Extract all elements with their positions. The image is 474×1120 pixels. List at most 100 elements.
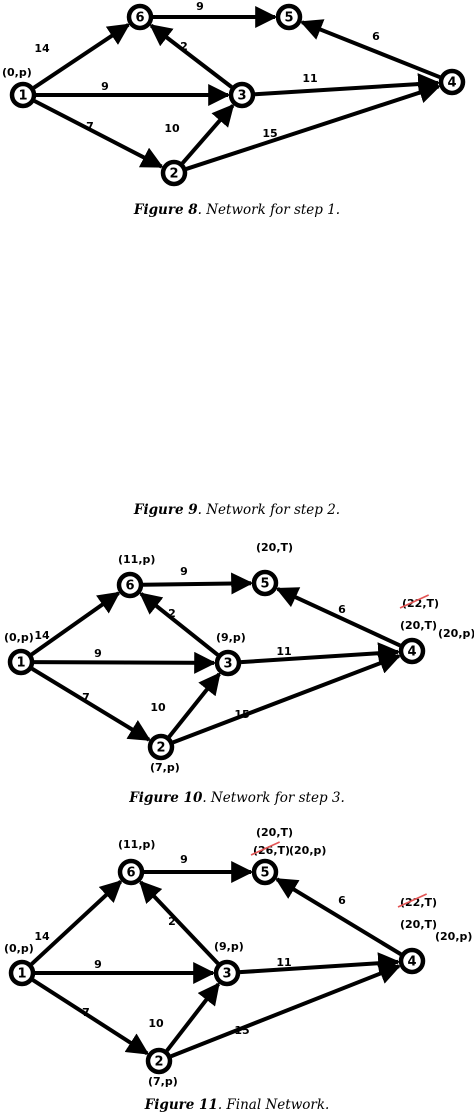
node-number: 4 [407,955,416,970]
network-graph: 1497101521196123456(0,p)(11,p)(20,T)(26,… [4,826,472,1088]
edge-4-5 [275,877,402,956]
figure-11-caption: Figure 11. Final Network. [0,1097,474,1113]
edge-weight-2-3: 10 [148,1017,164,1030]
node-number: 6 [126,866,135,881]
figure-10-caption: Figure 10. Network for step 3. [0,790,474,806]
node-number: 6 [135,11,144,26]
edge-weight-2-3: 10 [150,701,166,714]
node-circle [228,81,256,109]
node-number: 3 [223,657,232,672]
node-number: 1 [17,967,26,982]
node-5: 5 [251,858,279,886]
node-number: 1 [16,656,25,671]
node-6: 6 [116,571,144,599]
edge-weight-3-4: 11 [302,72,317,85]
edge-weight-6-5: 9 [196,0,204,13]
edge-weight-3-6: 2 [168,607,176,620]
strike-through-mark [397,893,428,908]
edge-weight-4-5: 6 [338,894,346,907]
edge-weight-3-6: 2 [180,40,188,53]
edge-1-6 [30,880,123,966]
node-number: 1 [18,89,27,104]
node-4-label-struck: (22,T) [400,896,437,909]
edge-weight-2-4: 15 [262,127,277,140]
edge-weight-1-2: 7 [82,1006,90,1019]
node-circle [275,3,303,31]
node-circle [398,637,426,665]
edge-1-6 [30,591,121,657]
node-circle [116,571,144,599]
edge-weight-3-4: 11 [276,645,291,658]
caption-label: Figure 9 [133,502,198,518]
node-number: 6 [125,579,134,594]
caption-text: . Network for step 3. [202,790,345,806]
node-circle [147,733,175,761]
node-5-label-struck: (26,T) [253,844,290,857]
edge-1-2 [31,667,151,742]
node-2-label: (7,p) [150,761,180,774]
edge-2-4 [185,82,441,171]
node-5: 5 [275,3,303,31]
node-2: 2 [145,1047,173,1075]
edge-weight-3-4: 11 [276,956,291,969]
node-number: 2 [169,167,178,182]
node-circle [160,159,188,187]
edge-3-4 [240,642,401,665]
node-4-label: (20,T) [400,918,437,931]
edge-weight-2-4: 15 [234,708,249,721]
node-circle [398,947,426,975]
network-graph: 1497101521196123456(0,p)(11,p)(20,T)(9,p… [4,541,474,774]
edge-2-4 [170,963,402,1059]
node-circle [438,68,466,96]
node-1: 1 [9,81,37,109]
edge-weight-6-5: 9 [180,565,188,578]
edge-weight-4-5: 6 [372,30,380,43]
caption-label: Figure 10 [129,790,203,806]
node-3-label: (9,p) [216,631,246,644]
node-1: 1 [7,648,35,676]
caption-label: Figure 11 [144,1097,218,1113]
node-circle [9,81,37,109]
node-number: 5 [284,11,293,26]
node-number: 4 [407,645,416,660]
edge-weight-6-5: 9 [180,853,188,866]
node-4-label: (20,p) [438,627,474,640]
node-circle [251,569,279,597]
edge-weight-4-5: 6 [338,603,346,616]
node-4: 4 [398,637,426,665]
edge-weight-1-6: 14 [34,629,50,642]
node-circle [251,858,279,886]
node-2-label: (7,p) [148,1075,178,1088]
node-circle [7,648,35,676]
node-1-label: (0,p) [2,66,32,79]
edge-2-3 [165,982,221,1052]
node-3: 3 [213,959,241,987]
edge-weight-3-6: 2 [168,915,176,928]
node-number: 5 [260,577,269,592]
node-2: 2 [160,159,188,187]
edge-3-6 [139,592,220,657]
node-circle [214,649,242,677]
edge-weight-1-3: 9 [94,958,102,971]
edge-weight-1-6: 14 [34,930,50,943]
node-5-label: (20,T) [256,826,293,839]
node-3-label: (9,p) [214,940,244,953]
edge-3-6 [139,880,220,965]
strike-through-mark [250,841,281,856]
node-number: 2 [154,1055,163,1070]
node-6-label: (11,p) [118,553,155,566]
node-3: 3 [228,81,256,109]
edge-4-5 [275,587,402,648]
edge-weight-1-3: 9 [94,647,102,660]
caption-text: . Network for step 1. [197,202,341,218]
edge-weight-2-3: 10 [164,122,180,135]
node-1: 1 [8,959,36,987]
caption-text: . Final Network. [217,1097,330,1113]
edge-2-3 [181,103,235,165]
edge-weight-1-2: 7 [82,691,90,704]
edge-6-5 [142,572,254,595]
